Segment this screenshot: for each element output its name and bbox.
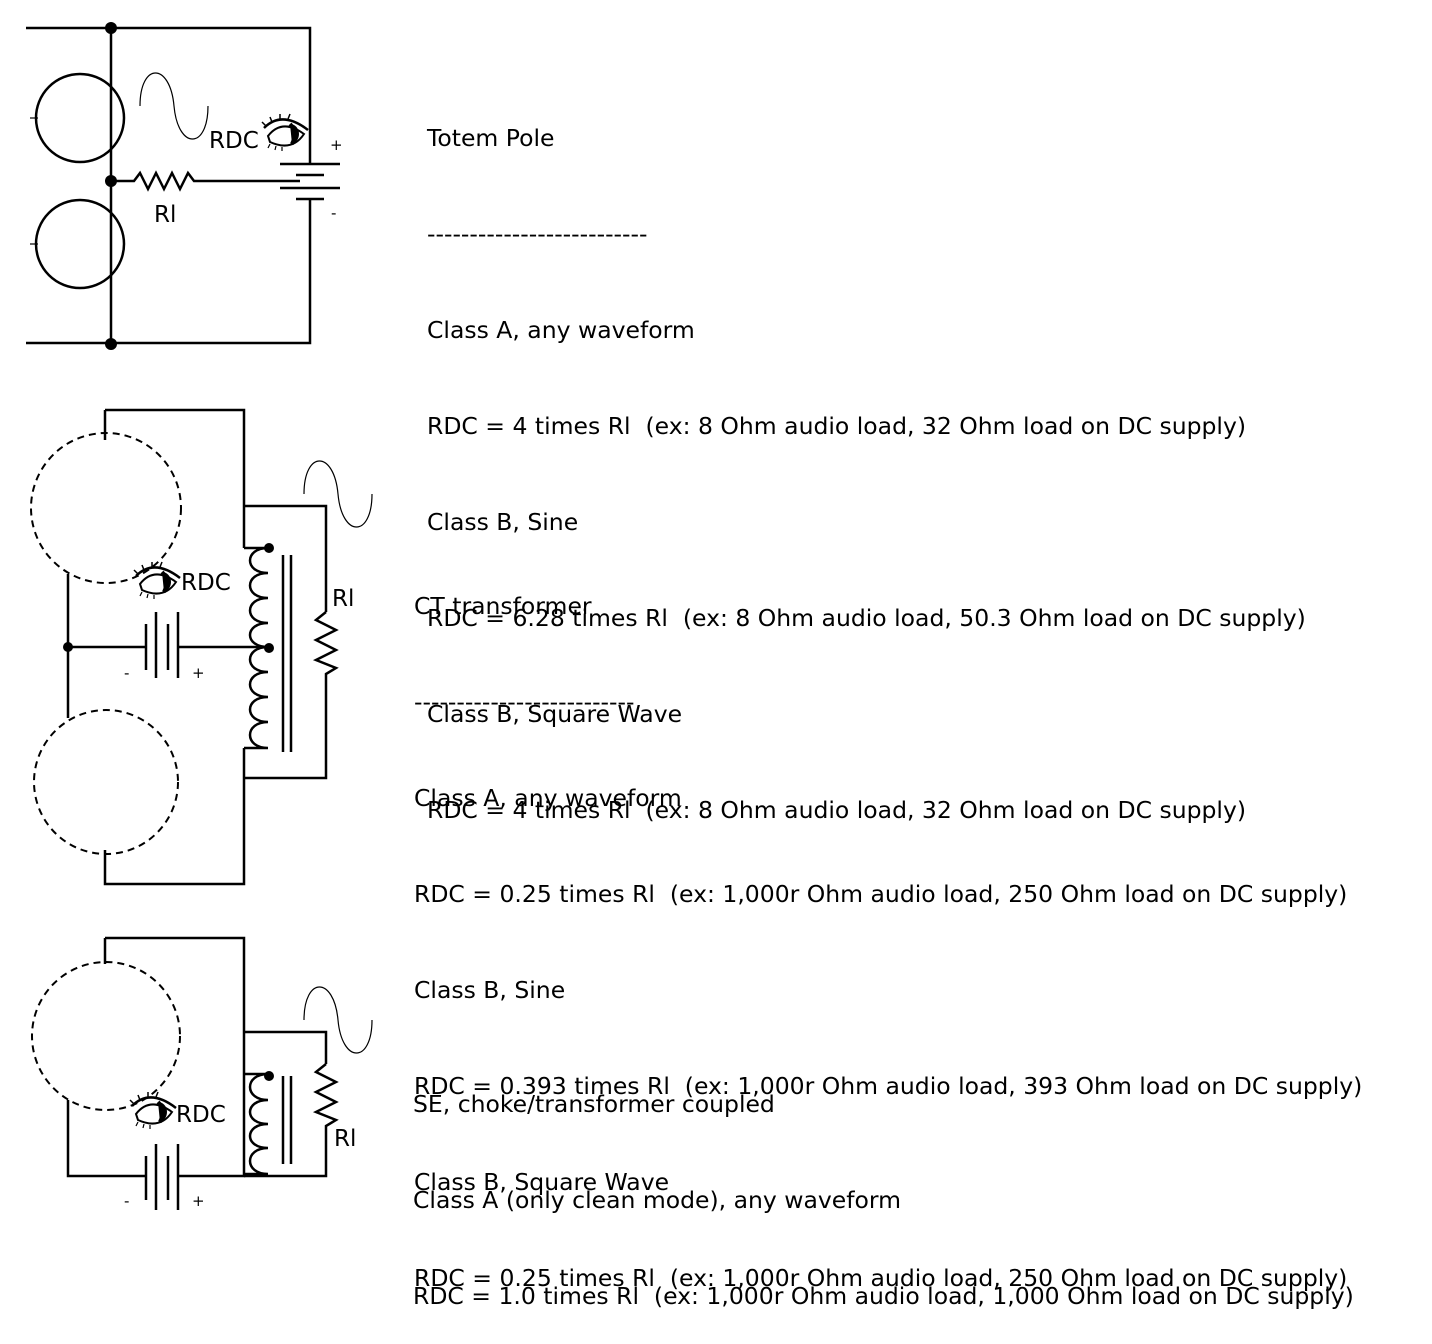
circuit-diagrams: + - RDC Rl - + — [26, 22, 373, 1210]
rdc-label: RDC — [209, 128, 259, 154]
note-line: Class A (only clean mode), any waveform — [413, 1186, 902, 1214]
tube-lower — [33, 709, 179, 855]
resistor-rl — [244, 1063, 339, 1178]
rl-label: Rl — [332, 586, 354, 612]
totem-pole-notes: Totem Pole -------------------------- Cl… — [427, 58, 1306, 858]
eye-icon — [128, 1090, 178, 1131]
resistor-rl — [111, 170, 300, 192]
minus-sign: - — [124, 1192, 129, 1210]
ct-transformer-circuit: - + RDC Rl — [30, 408, 373, 886]
tube-upper — [30, 432, 182, 584]
section-title: Totem Pole — [427, 124, 555, 152]
section-rule: -------------------------- — [427, 220, 648, 248]
note-line: Class B, Sine — [414, 976, 566, 1004]
note-line: Class A, any waveform — [414, 784, 682, 812]
sine-wave-icon — [303, 460, 373, 528]
se-transformer-notes: SE, choke/transformer coupled Class A (o… — [413, 1024, 1354, 1344]
minus-sign: - — [331, 204, 336, 222]
note-line: RDC = 4 times Rl (ex: 8 Ohm audio load, … — [427, 412, 1247, 440]
battery-symbol — [144, 612, 180, 678]
sine-wave-icon — [139, 72, 209, 140]
note-line: RDC = 1.0 times Rl (ex: 1,000r Ohm audio… — [413, 1282, 1354, 1310]
rdc-label: RDC — [181, 570, 231, 596]
note-line: Class B, Square Wave — [427, 700, 683, 728]
plus-sign: + — [192, 664, 205, 682]
minus-sign: - — [124, 664, 129, 682]
resistor-rl — [244, 611, 339, 780]
totem-pole-circuit: + - RDC Rl — [26, 22, 343, 350]
note-line: Class B, Square Wave — [414, 1168, 670, 1196]
eye-icon — [132, 560, 182, 601]
section-title: CT transformer — [414, 592, 592, 620]
section-rule: -------------------------- — [414, 688, 635, 716]
primary-winding — [244, 1072, 269, 1176]
plus-sign: + — [192, 1192, 205, 1210]
battery-symbol — [280, 136, 340, 228]
tube — [31, 961, 181, 1111]
rl-label: Rl — [334, 1126, 356, 1152]
section-title: SE, choke/transformer coupled — [413, 1090, 775, 1118]
note-line: RDC = 6.28 times Rl (ex: 8 Ohm audio loa… — [427, 604, 1306, 632]
rl-label: Rl — [154, 202, 176, 228]
eye-icon — [260, 112, 310, 153]
note-line: Class B, Sine — [427, 508, 579, 536]
battery-symbol — [144, 1144, 180, 1210]
note-line: RDC = 0.393 times Rl (ex: 1,000r Ohm aud… — [414, 1072, 1363, 1100]
note-line: RDC = 4 times Rl (ex: 8 Ohm audio load, … — [427, 796, 1247, 824]
rdc-label: RDC — [176, 1102, 226, 1128]
plus-sign: + — [330, 136, 343, 154]
note-line: RDC = 0.25 times Rl (ex: 1,000r Ohm audi… — [414, 880, 1348, 908]
sine-wave-icon — [303, 986, 373, 1054]
se-transformer-circuit: - + RDC Rl — [31, 936, 373, 1210]
note-line: Class A, any waveform — [427, 316, 695, 344]
